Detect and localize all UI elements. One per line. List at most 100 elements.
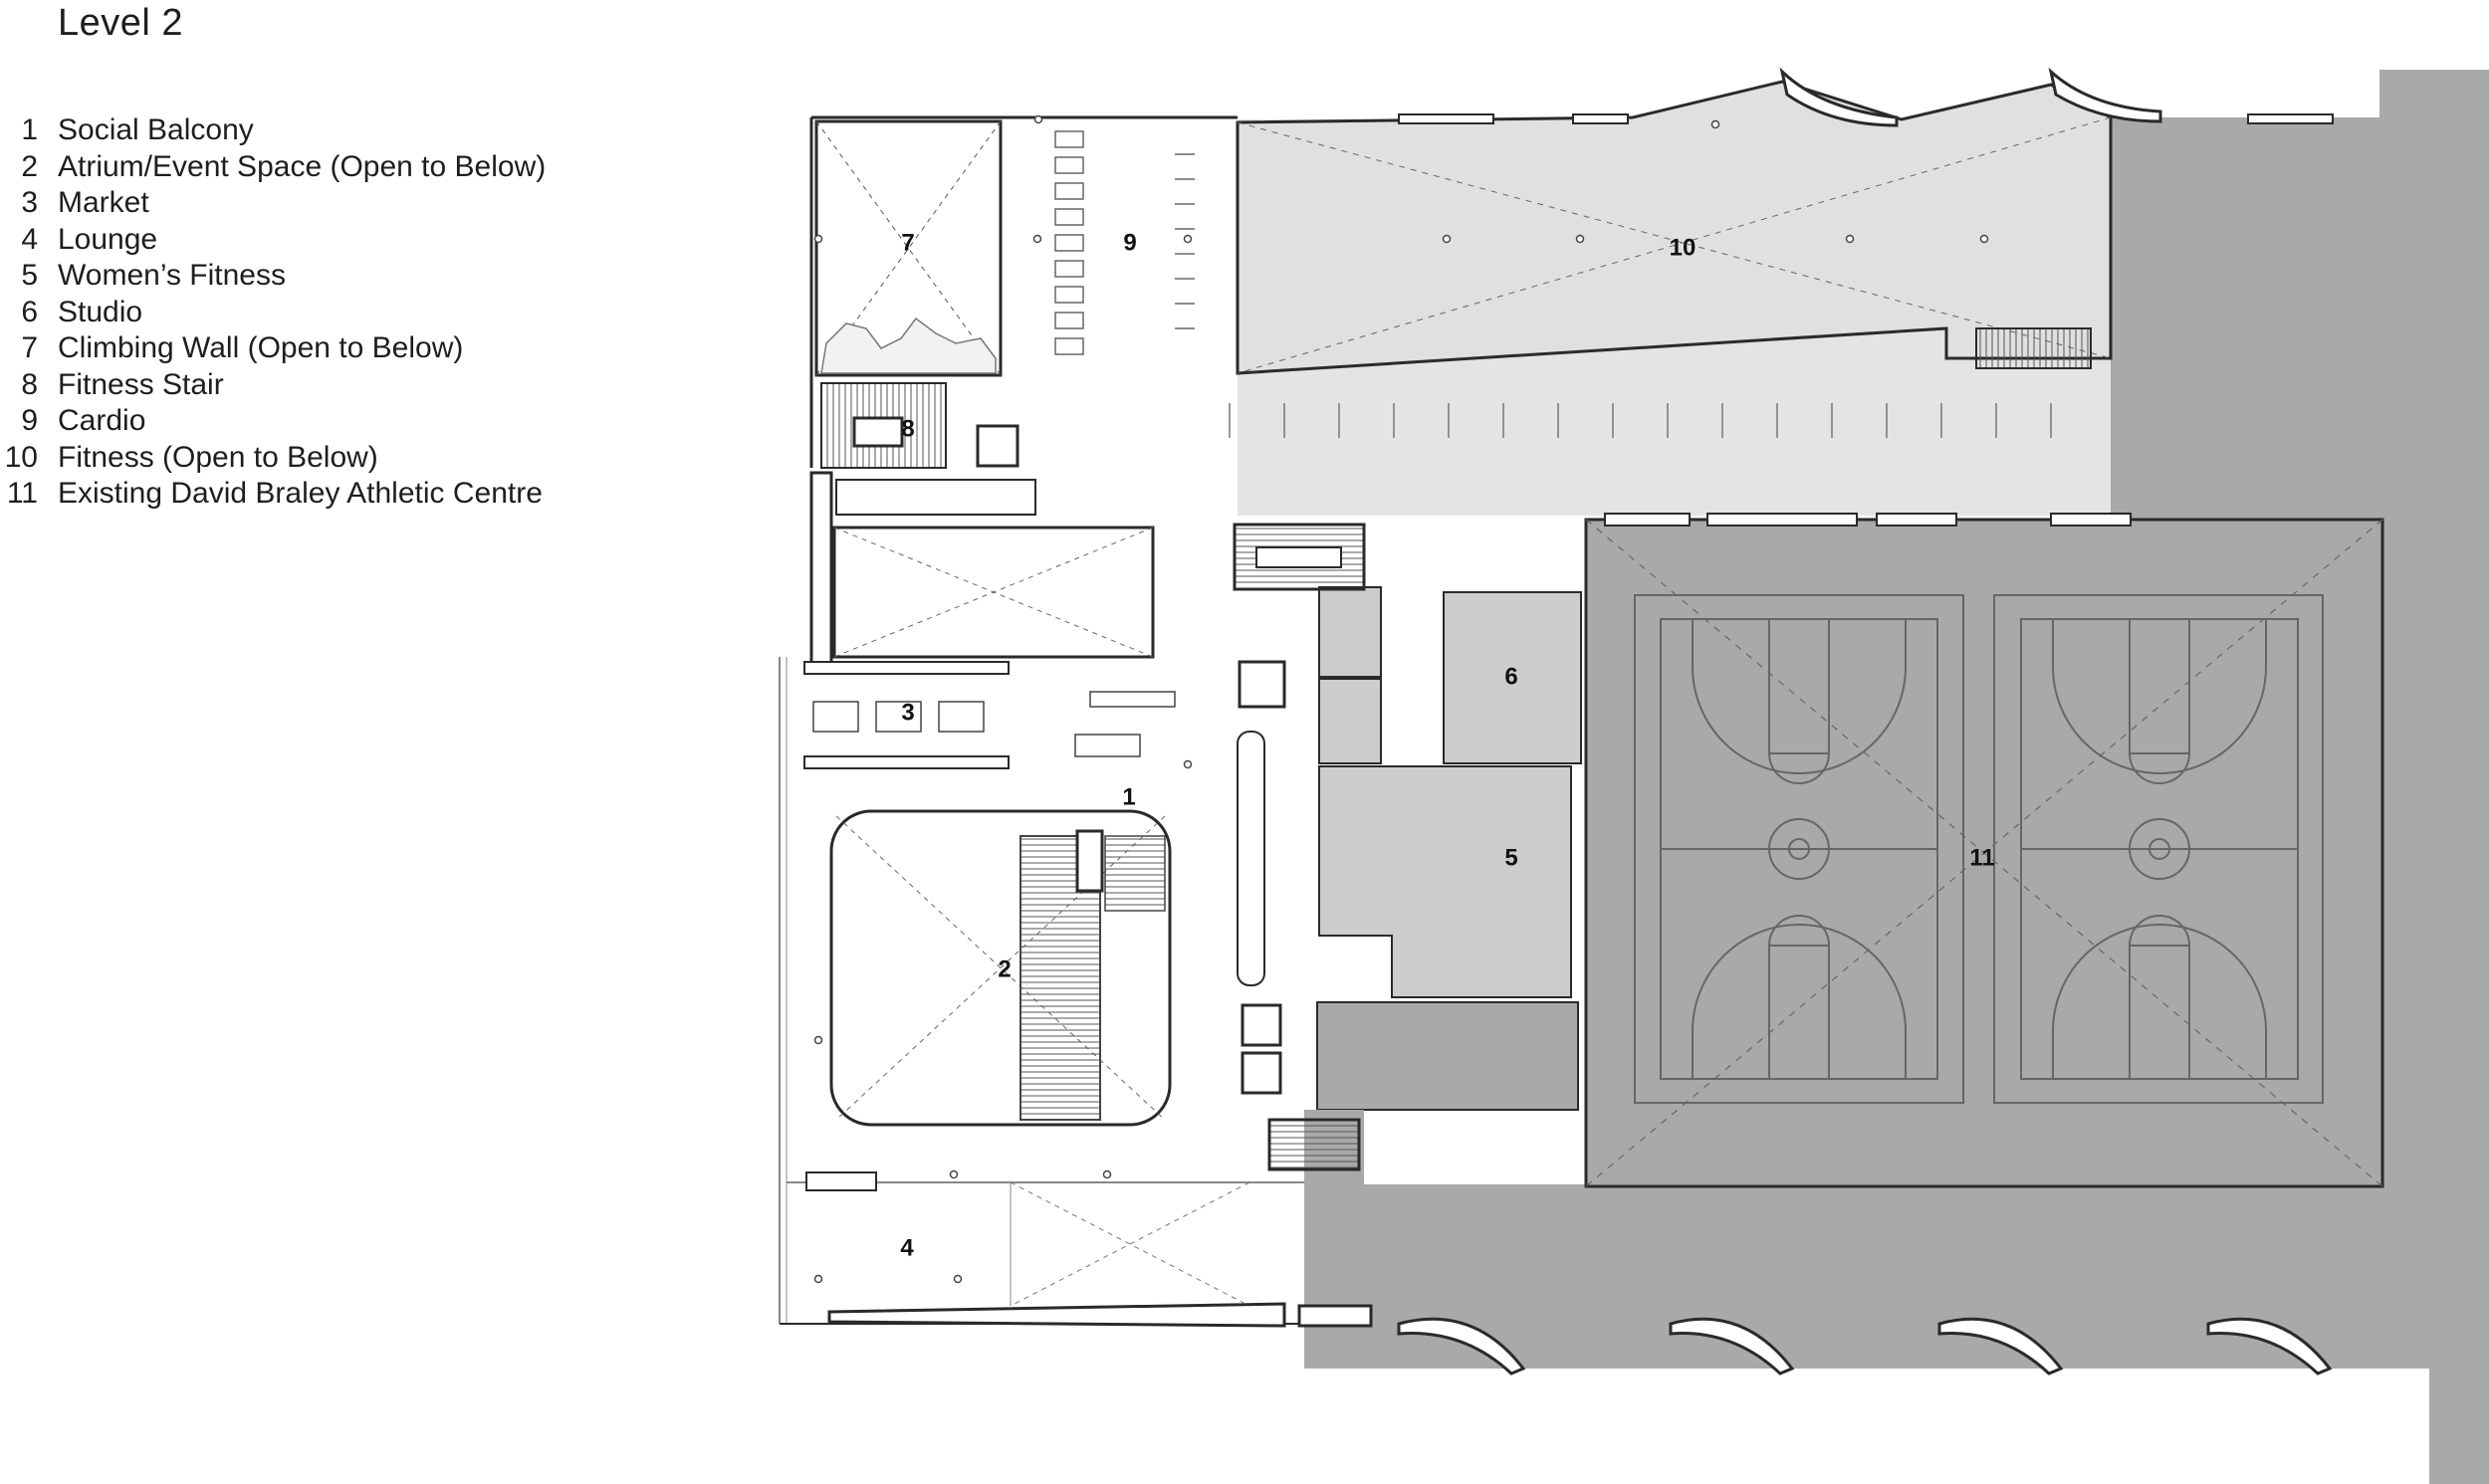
climbing-wall-profile [820,317,997,374]
legend-number: 2 [21,149,38,183]
market-table [875,701,922,733]
facade-fin [2048,67,2162,123]
south-canopy [827,1302,1286,1328]
treadmill [1054,182,1084,200]
room-label-7: 7 [901,229,914,256]
change-room [1318,678,1382,764]
legend-label: Social Balcony [58,113,254,146]
column [813,1274,823,1284]
column [949,1169,959,1179]
bridge-strip [835,479,1036,516]
stair-landing [1255,546,1342,568]
fitness-stair-landing [852,416,904,448]
key-area [1768,618,1830,754]
building-walls [779,115,1304,1328]
room-label-9: 9 [1123,229,1136,256]
window [2050,513,2132,527]
facade-fin [1937,1317,2064,1376]
legend-label: Fitness Stair [58,367,224,401]
treadmill [1054,156,1084,174]
room-label-11: 11 [1969,844,1994,871]
atrium-stair-landing [1075,829,1104,893]
elevator [976,424,1019,468]
treadmill [1054,234,1084,252]
treadmill [1054,260,1084,278]
room-label-1: 1 [1122,783,1135,810]
three-point-arc [1692,924,1907,1079]
elevator [1238,660,1286,709]
column [1442,234,1452,244]
existing-building-room [1316,1001,1579,1111]
center-circle [2149,838,2170,860]
room-label-3: 3 [901,699,914,726]
center-circle [1768,818,1830,880]
window [1706,513,1858,527]
center-circle [1788,838,1810,860]
treadmill [1054,286,1084,304]
column [1710,119,1720,129]
page-title: Level 2 [58,2,184,44]
balcony-ramp [1237,731,1265,986]
equipment-row [1229,403,2052,438]
south-stair [1267,1118,1361,1171]
treadmill [1054,312,1084,329]
facade-fin [1397,1317,1526,1376]
key-area [1768,945,1830,1080]
market-table [812,701,859,733]
facade-fins [1397,67,2333,1376]
lounge [787,1171,1373,1328]
room-label-2: 2 [998,955,1011,982]
fitness-zone [1236,80,2113,516]
elevator [1241,1003,1282,1047]
open-to-below-line [1237,121,2112,359]
north-facade-panels [1398,113,2334,124]
legend-label: Women’s Fitness [58,259,286,292]
center-circle [2129,818,2190,880]
court-outline [1993,594,2324,1104]
studio-rooms [1318,586,1582,998]
market-counter [803,661,1010,675]
column [1845,234,1855,244]
change-room [1318,586,1382,678]
column [1183,759,1193,769]
legend-label: Studio [58,295,143,328]
legend-label: Climbing Wall (Open to Below) [58,331,464,364]
atrium-west-stair [1104,835,1166,912]
lounge-bench [805,1171,877,1191]
three-point-arc [2052,924,2267,1079]
column [1183,234,1193,244]
legend-label: Atrium/Event Space (Open to Below) [58,149,547,183]
climbing-wall-area [814,119,1003,377]
legend-number: 11 [6,477,38,510]
key-area [2129,945,2190,1080]
column [813,1035,823,1045]
free-throw-arc [1768,915,1830,947]
column [1575,234,1585,244]
womens-fitness-room [1318,765,1572,998]
elevator [1241,1051,1282,1095]
legend-label: Existing David Braley Athletic Centre [58,477,543,510]
free-throw-arc [2129,752,2190,784]
studio-room [1443,591,1582,764]
column [1979,234,1989,244]
legend-number: 5 [21,259,38,292]
legend-label: Market [58,186,149,219]
fitness-stair [820,382,1019,469]
legend-label: Cardio [58,404,146,437]
three-point-arc [2052,619,2267,774]
room-label-6: 6 [1504,663,1517,690]
legend-label: Lounge [58,222,158,256]
window [1876,513,1957,527]
market-kitchen [1089,691,1176,708]
column [813,234,823,244]
facade-fin [1669,1317,1795,1376]
room-label-8: 8 [901,415,914,442]
open-to-below-line [1237,116,2112,374]
legend-number: 10 [4,440,38,474]
cardio-equipment [1054,130,1195,355]
legend-number: 1 [21,113,38,146]
facade-fin [2206,1317,2333,1376]
gymnasium [1585,519,2383,1187]
central-block [803,479,1176,769]
legend-label: Fitness (Open to Below) [58,440,378,474]
